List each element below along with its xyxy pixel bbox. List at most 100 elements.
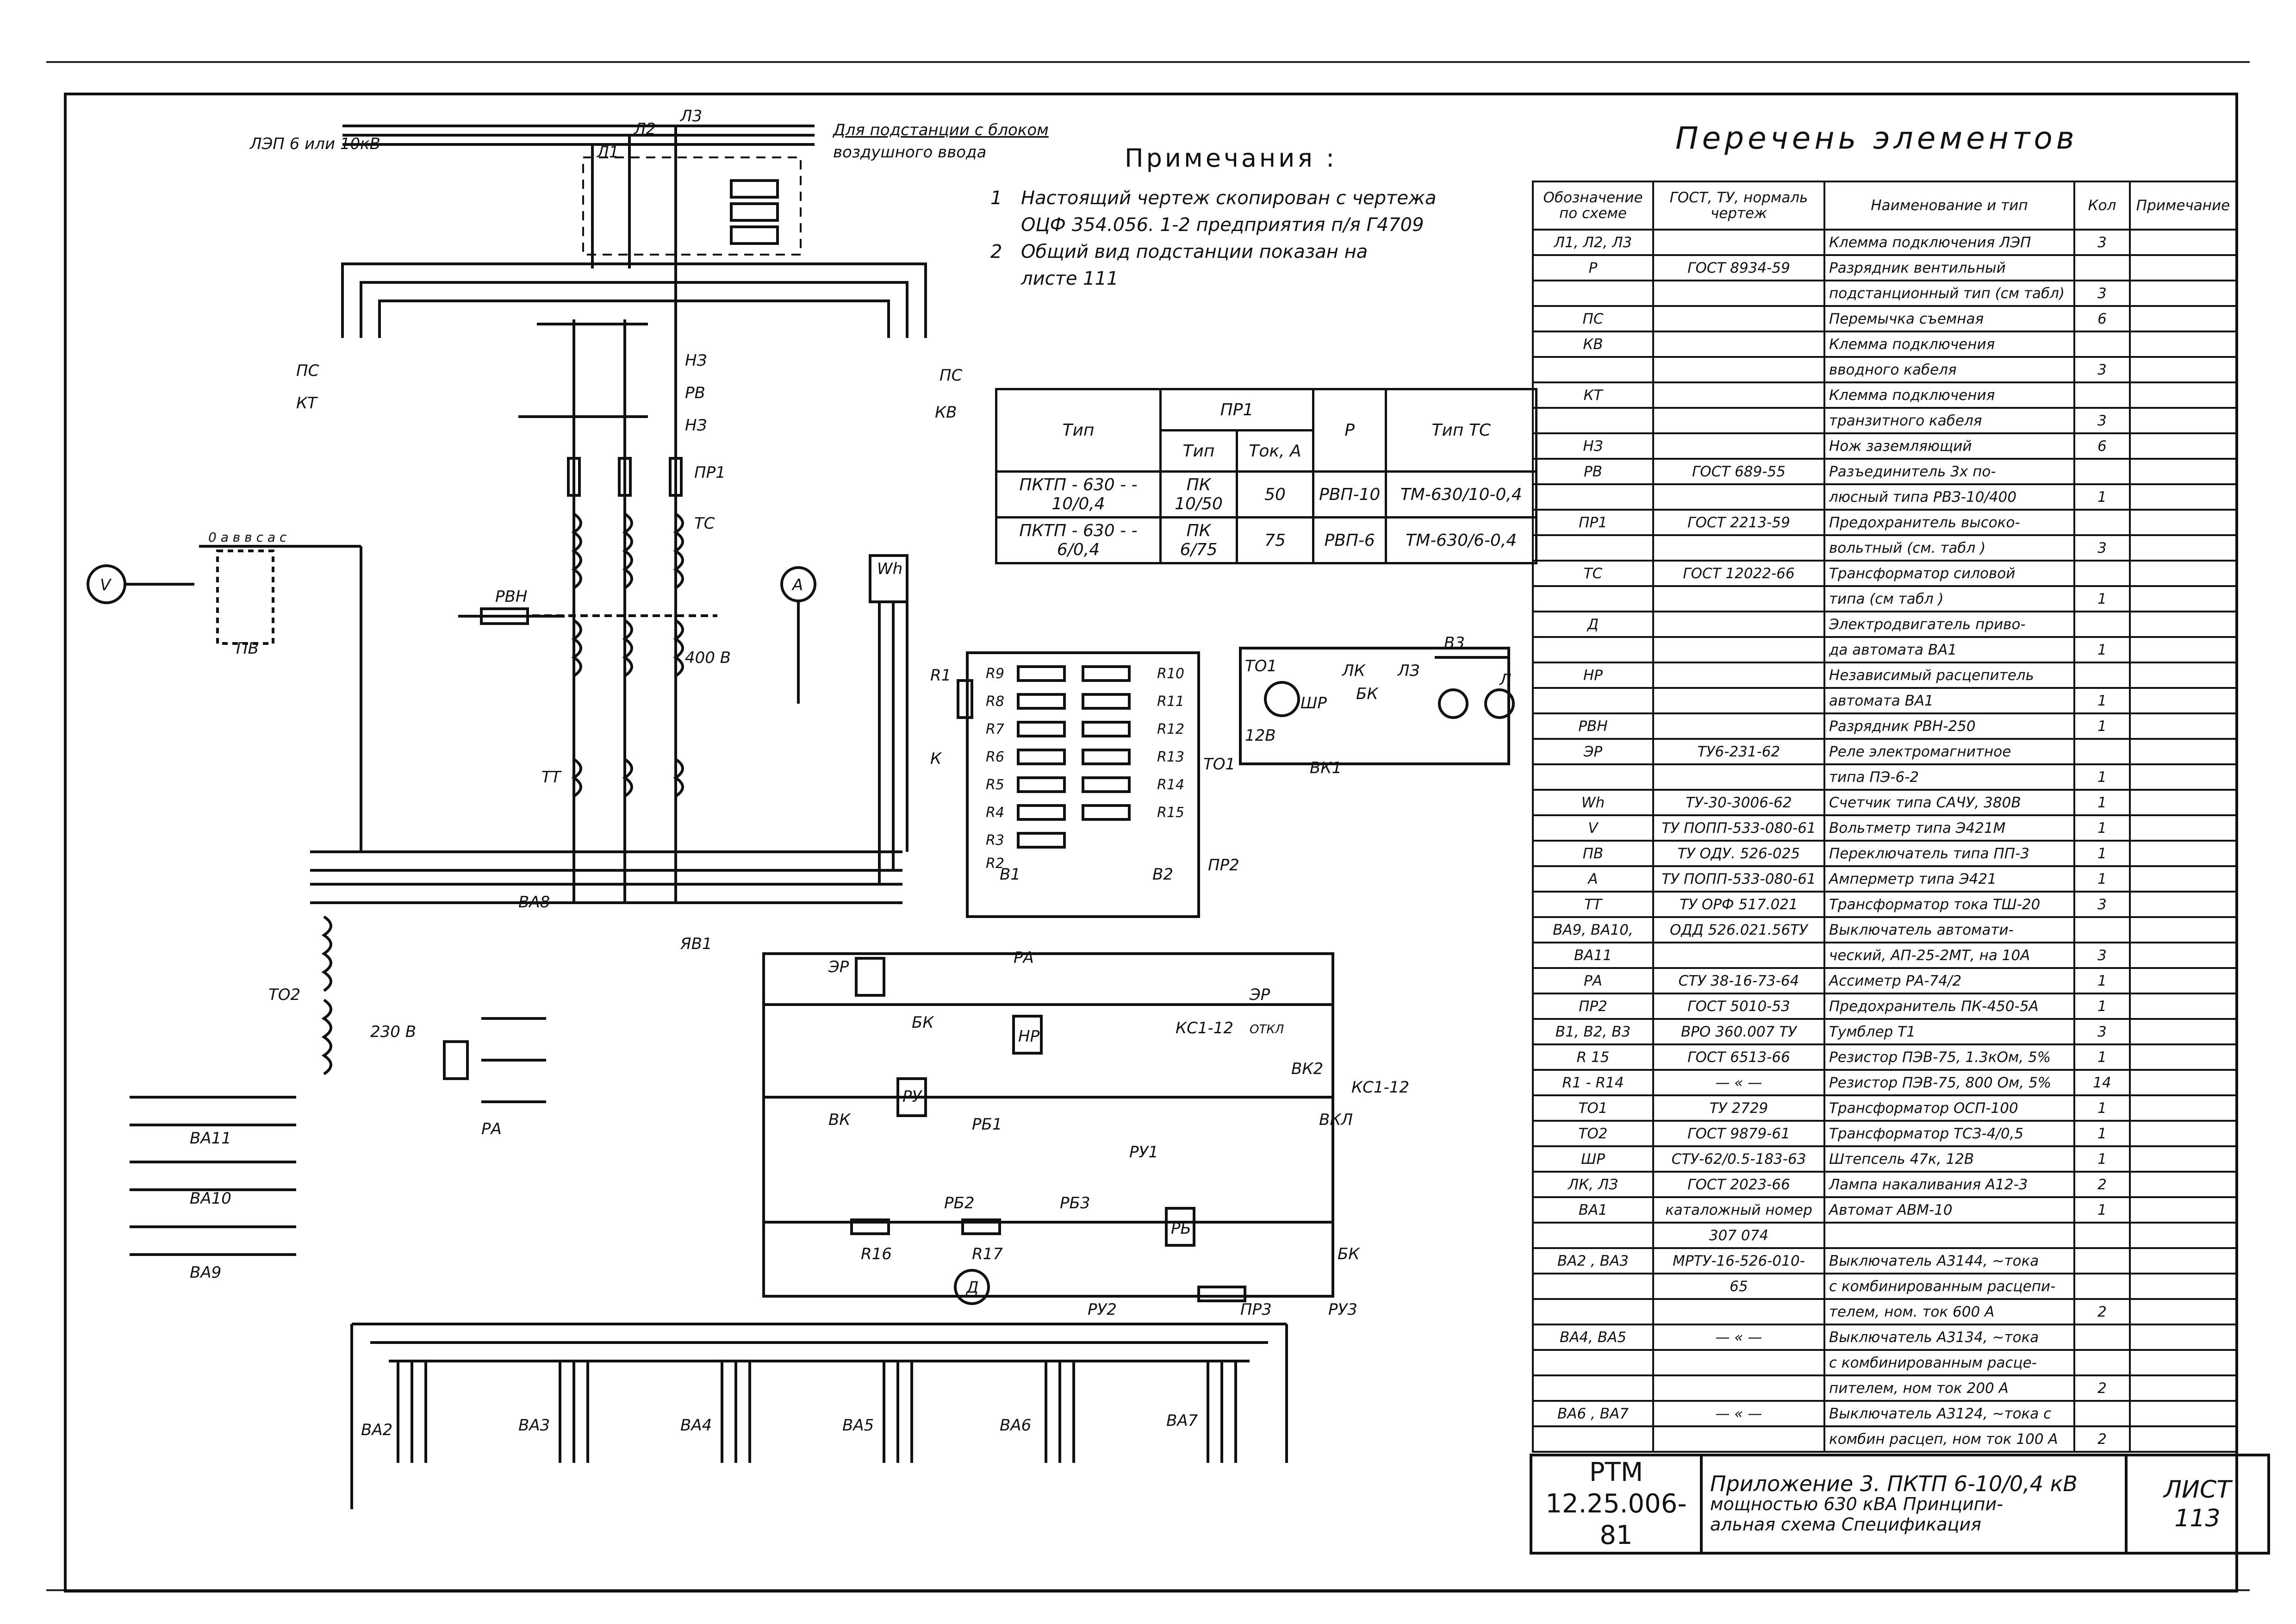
parts-cell-name: Разъединитель 3х по-: [1823, 458, 2075, 485]
variant-header-ts: Тип ТС: [1385, 388, 1538, 473]
label-k: К: [930, 750, 942, 768]
parts-cell-qty: [2073, 1400, 2131, 1427]
parts-cell-note: [2129, 1120, 2237, 1147]
parts-cell-designation: [1532, 763, 1654, 791]
parts-cell-designation: ВА1: [1532, 1196, 1654, 1224]
parts-cell-qty: [2073, 738, 2131, 765]
parts-cell-designation: НР: [1532, 662, 1654, 689]
parts-cell-name: с комбинированным расце-: [1823, 1349, 2075, 1376]
table-row: с комбинированным расце-: [1532, 1349, 2237, 1376]
parts-cell-name: Клемма подключения: [1823, 381, 2075, 409]
parts-cell-standard: [1652, 763, 1825, 791]
label-er: ЭР: [828, 958, 849, 976]
parts-cell-standard: ТУ ПОПП-533-080-61: [1652, 865, 1825, 893]
parts-cell-qty: [2073, 1222, 2131, 1249]
parts-cell-name: Вольтметр типа Э421М: [1823, 814, 2075, 842]
parts-cell-qty: 1: [2073, 763, 2131, 791]
label-rv: РВ: [685, 384, 705, 402]
parts-cell-note: [2129, 1298, 2237, 1325]
label-va10: ВА10: [190, 1189, 231, 1208]
parts-cell-standard: [1652, 407, 1825, 434]
parts-cell-qty: 1: [2073, 789, 2131, 816]
parts-cell-qty: [2073, 458, 2131, 485]
parts-cell-note: [2129, 560, 2237, 587]
parts-cell-qty: [2073, 1349, 2131, 1376]
parts-cell-note: [2129, 662, 2237, 689]
parts-cell-qty: 1: [2073, 1120, 2131, 1147]
parts-cell-qty: 1: [2073, 1196, 2131, 1224]
label-ra: РА: [481, 1120, 502, 1138]
parts-cell-designation: Л1, Л2, Л3: [1532, 229, 1654, 256]
label-pr1: ПР1: [694, 463, 726, 482]
parts-cell-standard: ОДД 526.021.56ТУ: [1652, 916, 1825, 943]
parts-cell-qty: [2073, 1273, 2131, 1300]
parts-cell-note: [2129, 305, 2237, 332]
parts-cell-standard: [1652, 687, 1825, 714]
parts-cell-standard: ТУ ОРФ 517.021: [1652, 891, 1825, 918]
parts-cell-note: [2129, 356, 2237, 383]
parts-cell-standard: ГОСТ 689-55: [1652, 458, 1825, 485]
parts-cell-qty: 6: [2073, 432, 2131, 460]
label-r1: R1: [930, 666, 951, 685]
label-ks: КС1-12: [1176, 1019, 1233, 1037]
note-2-number: 2: [990, 241, 1002, 262]
parts-cell-note: [2129, 1247, 2237, 1274]
parts-cell-designation: [1532, 1425, 1654, 1453]
label-l: Л: [1499, 671, 1512, 689]
label-va9: ВА9: [190, 1263, 221, 1282]
parts-cell-name: Лампа накаливания А12-3: [1823, 1171, 2075, 1198]
label-r8: R8: [986, 693, 1004, 710]
label-ru1: РУ1: [1129, 1143, 1158, 1162]
label-r2: R2: [986, 856, 1004, 872]
parts-cell-standard: [1652, 636, 1825, 663]
parts-cell-designation: [1532, 1298, 1654, 1325]
sheet-label: ЛИСТ: [2163, 1476, 2232, 1504]
parts-cell-note: [2129, 1400, 2237, 1427]
parts-cell-standard: ГОСТ 8934-59: [1652, 254, 1825, 281]
parts-cell-designation: [1532, 1349, 1654, 1376]
note-2-text-2: листе 111: [1021, 268, 1119, 289]
parts-list-table: Обозначение по схеме ГОСТ, ТУ, нормаль ч…: [1532, 181, 2237, 1453]
parts-cell-note: [2129, 1273, 2237, 1300]
label-rb: РБ: [1171, 1219, 1191, 1238]
parts-cell-qty: [2073, 254, 2131, 281]
parts-cell-qty: 6: [2073, 305, 2131, 332]
parts-cell-qty: 14: [2073, 1069, 2131, 1096]
parts-cell-standard: [1652, 534, 1825, 562]
label-va11: ВА11: [190, 1129, 231, 1148]
label-ks2: КС1-12: [1351, 1078, 1409, 1097]
label-ru2: РУ2: [1088, 1300, 1117, 1319]
parts-cell-designation: [1532, 1222, 1654, 1249]
variant-ts: ТМ-630/10-0,4: [1385, 470, 1538, 518]
label-nz1: НЗ: [685, 351, 707, 370]
label-ru: РУ: [902, 1087, 923, 1106]
parts-cell-standard: [1652, 432, 1825, 460]
drawing-frame: [64, 93, 2238, 1593]
table-row: ВА4, ВА5— « —Выключатель А3134, ~тока: [1532, 1324, 2237, 1351]
parts-cell-note: [2129, 993, 2237, 1020]
parts-cell-name: Клемма подключения ЛЭП: [1823, 229, 2075, 256]
parts-cell-note: [2129, 916, 2237, 943]
note-1-text-1: Настоящий чертеж скопирован с чертежа: [1021, 187, 1437, 209]
parts-cell-designation: НЗ: [1532, 432, 1654, 460]
parts-cell-name: Электродвигатель приво-: [1823, 611, 2075, 638]
parts-header-standard: ГОСТ, ТУ, нормаль чертеж: [1652, 181, 1825, 231]
line-label-l3: Л3: [679, 107, 702, 125]
parts-cell-qty: 3: [2073, 1018, 2131, 1045]
parts-cell-designation: ПР1: [1532, 509, 1654, 536]
parts-cell-standard: — « —: [1652, 1069, 1825, 1096]
parts-cell-note: [2129, 865, 2237, 893]
parts-cell-name: Трансформатор ТСЗ-4/0,5: [1823, 1120, 2075, 1147]
parts-cell-name: Переключатель типа ПП-3: [1823, 840, 2075, 867]
variant-header-type: Тип: [995, 388, 1162, 473]
